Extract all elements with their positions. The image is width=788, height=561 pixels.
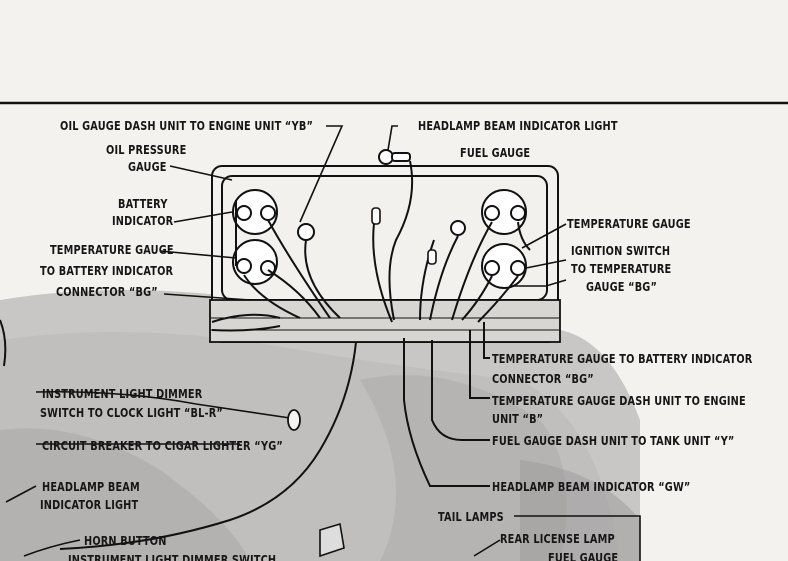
label-battery-indicator: INDICATOR bbox=[112, 213, 174, 228]
label-ignition-switch-2: TO TEMPERATURE bbox=[571, 261, 672, 276]
label-oil-gauge-dash-unit: OIL GAUGE DASH UNIT TO ENGINE UNIT “YB” bbox=[60, 118, 314, 133]
fuel-gauge-icon bbox=[481, 189, 527, 235]
steering-wheel-edge bbox=[0, 319, 7, 367]
connector-icon bbox=[371, 207, 381, 225]
lamp-socket-icon bbox=[450, 220, 466, 236]
label-temp-dash-unit-1: TEMPERATURE GAUGE DASH UNIT TO ENGINE bbox=[492, 393, 746, 408]
label-oil-pressure-gauge: GAUGE bbox=[128, 159, 167, 174]
lamp-socket-icon bbox=[297, 223, 315, 241]
callout-leaders bbox=[5, 125, 641, 561]
label-temp-to-batt-right-1: TEMPERATURE GAUGE TO BATTERY INDICATOR bbox=[492, 351, 753, 366]
label-fuel-gauge-dash-unit: FUEL GAUGE DASH UNIT TO TANK UNIT “Y” bbox=[492, 433, 735, 448]
clock-light-icon bbox=[287, 409, 301, 431]
label-temp-to-batt-left-1: TEMPERATURE GAUGE bbox=[50, 242, 174, 257]
label-tail-lamps: TAIL LAMPS bbox=[438, 509, 504, 524]
label-horn-button: HORN BUTTON bbox=[84, 533, 167, 548]
wiring-harness bbox=[59, 160, 531, 550]
battery-indicator-icon bbox=[232, 239, 278, 285]
label-instrument-light-dimmer-1: INSTRUMENT LIGHT DIMMER bbox=[42, 386, 203, 401]
instrument-cluster bbox=[209, 165, 561, 343]
label-instrument-light-dimmer-2: SWITCH TO CLOCK LIGHT “BL-R” bbox=[40, 405, 223, 420]
label-temperature-gauge: TEMPERATURE GAUGE bbox=[567, 216, 691, 231]
label-rear-license-lamp: REAR LICENSE LAMP bbox=[500, 531, 615, 546]
label-headlamp-beam: HEADLAMP BEAM bbox=[42, 479, 140, 494]
label-oil-pressure: OIL PRESSURE bbox=[106, 142, 187, 157]
label-temp-to-batt-left-2: TO BATTERY INDICATOR bbox=[40, 263, 174, 278]
connector-icon bbox=[427, 249, 437, 265]
label-battery: BATTERY bbox=[118, 196, 168, 211]
headlamp-beam-bulb-icon bbox=[378, 149, 411, 165]
label-headlamp-beam-indicator: HEADLAMP BEAM INDICATOR “GW” bbox=[492, 479, 691, 494]
label-ignition-switch-3: GAUGE “BG” bbox=[586, 279, 658, 294]
label-instrument-light-dimmer-switch: INSTRUMENT LIGHT DIMMER SWITCH bbox=[68, 552, 277, 561]
label-fuel-gauge: FUEL GAUGE bbox=[460, 145, 531, 160]
label-temp-to-batt-right-2: CONNECTOR “BG” bbox=[492, 371, 594, 386]
label-ignition-switch-1: IGNITION SWITCH bbox=[571, 243, 671, 258]
label-headlamp-beam-indicator-light: HEADLAMP BEAM INDICATOR LIGHT bbox=[418, 118, 618, 133]
label-temp-to-batt-left-3: CONNECTOR “BG” bbox=[56, 284, 158, 299]
tail-lamp-icon bbox=[319, 522, 345, 558]
temperature-gauge-icon bbox=[481, 243, 527, 289]
label-fuel-gauge-bottom: FUEL GAUGE bbox=[548, 550, 619, 561]
oil-pressure-gauge-icon bbox=[232, 189, 278, 235]
label-indicator-light: INDICATOR LIGHT bbox=[40, 497, 139, 512]
label-circuit-breaker: CIRCUIT BREAKER TO CIGAR LIGHTER “YG” bbox=[42, 438, 283, 453]
label-temp-dash-unit-2: UNIT “B” bbox=[492, 411, 544, 426]
